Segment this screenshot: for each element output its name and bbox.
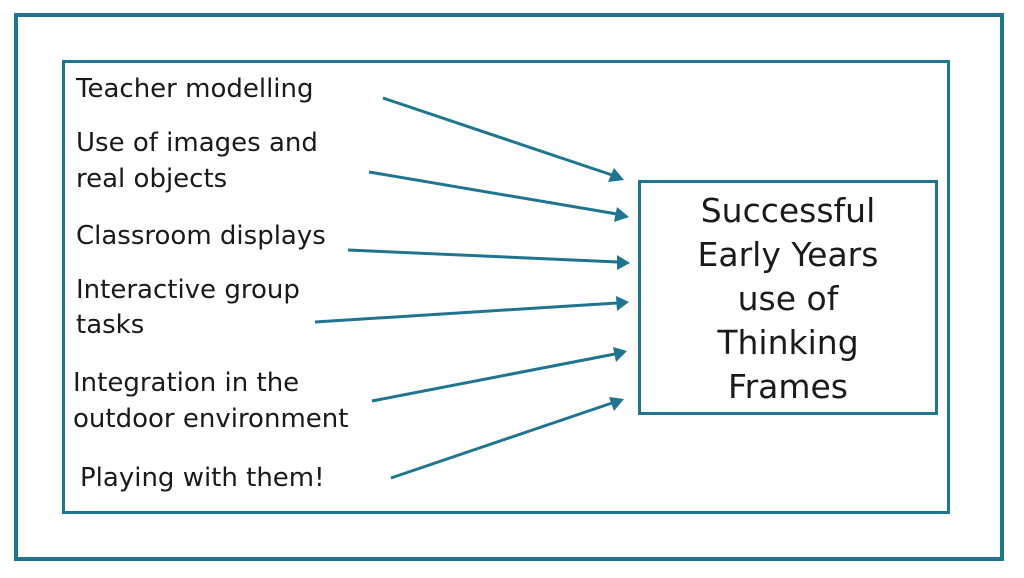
arrow-playing [390, 397, 624, 480]
arrow-outdoor [371, 347, 627, 403]
target-line-4: Thinking [717, 323, 859, 362]
inner-frame [62, 60, 950, 514]
outer-frame [14, 13, 1004, 561]
arrow-classroom-displays [347, 248, 630, 270]
factor-outdoor-line2: outdoor environment [73, 404, 349, 434]
target-line-3: use of [737, 279, 839, 318]
target-line-5: Frames [727, 367, 848, 406]
factor-interactive-line1: Interactive group [76, 275, 300, 305]
factor-outdoor-line1: Integration in the [73, 368, 300, 398]
factor-images-line1: Use of images and [76, 128, 318, 158]
factor-playing: Playing with them! [80, 463, 325, 493]
target-text: Successful Early Years use of Thinking F… [641, 189, 935, 409]
factor-interactive-line2: tasks [76, 310, 145, 340]
factor-classroom-displays: Classroom displays [76, 221, 326, 251]
arrow-teacher-modelling [382, 96, 624, 182]
factor-teacher-modelling: Teacher modelling [76, 74, 314, 104]
factor-images-line2: real objects [76, 164, 228, 194]
target-line-2: Early Years [697, 235, 879, 274]
target-line-1: Successful [700, 191, 876, 230]
arrow-images [368, 170, 629, 222]
target-box: Successful Early Years use of Thinking F… [638, 180, 938, 415]
arrow-interactive [314, 296, 629, 324]
